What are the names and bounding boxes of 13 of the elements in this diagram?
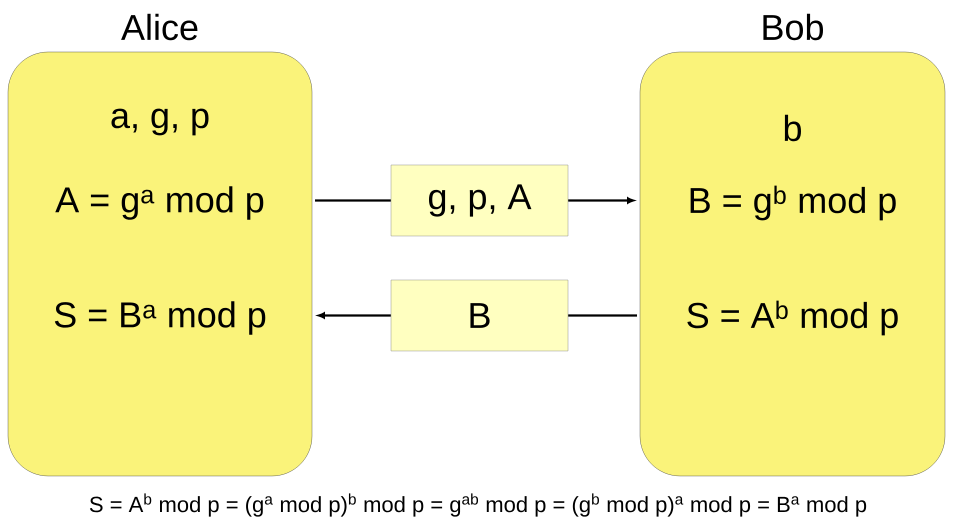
party-name: Bob [763, 14, 823, 40]
value-text: B = g$^{b}$ mod p [690, 186, 896, 220]
arrow [318, 312, 391, 319]
party-name: Alice [121, 14, 198, 40]
message-box: g, p, A [390, 164, 568, 236]
value-text: a, g, p [112, 108, 208, 136]
value-text: S = A$^{b}$ mod p [687, 300, 898, 336]
value-text: S = B$^{a}$ mod p [54, 301, 266, 335]
message-box: B [390, 280, 568, 352]
value-text: b [784, 114, 801, 142]
arrow [568, 197, 634, 204]
value-text: A = g$^{a}$ mod p [55, 186, 264, 220]
formula-text: S = A$^{b}$ mod p = (g$^{a}$ mod p)$^{b}$ mod p = g$^{ab}$ mod p = (g$^{b}$ mod p)$^{a}$ mod p = B$^{a}$ mod p [90, 493, 866, 517]
